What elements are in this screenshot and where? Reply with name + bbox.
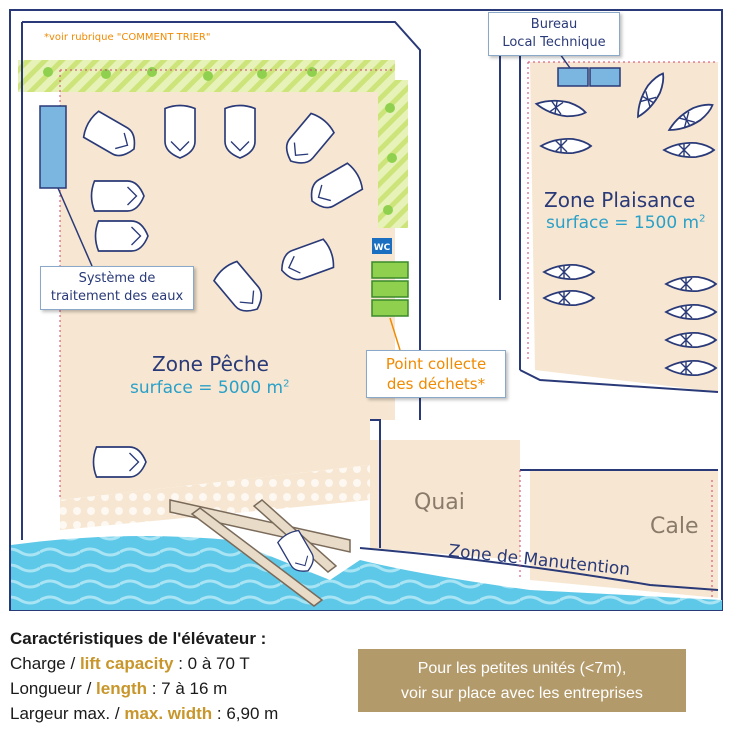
bureau-line2: Local Technique [502,35,606,50]
sand-strip [60,465,370,530]
zone-plaisance-surface: surface = 1500 m2 [546,213,705,233]
treatment-label: Système de traitement des eaux [40,266,194,310]
spec-fr: Longueur / [10,679,97,698]
spec-value: : 6,90 m [212,704,279,723]
port-outlines [21,21,719,591]
spec-row-longueur: Longueur / length : 7 à 16 m [10,676,278,701]
tree-dots [43,67,397,215]
bureau-unit [557,67,589,87]
zone-peche-surface: surface = 5000 m2 [130,378,289,398]
collecte-line2: des déchets* [386,375,486,393]
zone-plaisance-surface-unit: 2 [699,213,706,225]
wc-icon [372,238,392,254]
fishing-boat [164,104,196,159]
zone-peche-surface-unit: 2 [283,378,290,390]
spec-value: : 7 à 16 m [147,679,228,698]
port-map: WC *voir rubrique "COMMENT TRIER" Zone d… [9,9,723,611]
elevator-specs: Caractéristiques de l'élévateur : Charge… [10,626,278,726]
treatment-line2: traitement des eaux [50,289,184,304]
spec-fr: Charge / [10,654,80,673]
zone-plaisance-title: Zone Plaisance [544,188,696,212]
wc-label: WC [374,243,391,253]
note-line2: voir sur place avec les entreprises [401,684,643,702]
zone-peche-title: Zone Pêche [152,352,269,376]
note-trier: *voir rubrique "COMMENT TRIER" [44,32,210,43]
treatment-pointer [57,187,93,267]
spec-fr: Largeur max. / [10,704,125,723]
land-cale [530,470,718,598]
zone-plaisance-surface-text: surface = 1500 m [546,213,700,233]
specs-title: Caractéristiques de l'élévateur : [10,629,267,648]
fishing-boat [224,104,256,159]
cale-label: Cale [650,514,699,539]
spec-en: max. width [124,704,213,723]
fishing-boat [92,446,147,478]
fishing-boat [94,220,149,252]
waste-bins [371,261,409,317]
bureau-line1: Bureau [530,17,578,32]
collecte-label: Point collecte des déchets* [366,350,506,398]
small-units-note: Pour les petites unités (<7m), voir sur … [358,649,686,712]
spec-row-charge: Charge / lift capacity : 0 à 70 T [10,651,278,676]
quai-label: Quai [414,490,465,515]
collecte-line1: Point collecte [385,355,487,373]
note-line1: Pour les petites unités (<7m), [417,659,627,677]
treatment-line1: Système de [78,271,156,286]
spec-row-largeur: Largeur max. / max. width : 6,90 m [10,701,278,726]
land-quai [370,440,520,560]
bureau-pointer [559,53,571,69]
spec-en: length [96,679,148,698]
spec-en: lift capacity [79,654,174,673]
fishing-boat [90,180,145,212]
spec-value: : 0 à 70 T [173,654,250,673]
zone-peche-surface-text: surface = 5000 m [130,378,284,398]
sea [11,536,722,610]
bureau-unit-2 [589,67,621,87]
bureau-label: Bureau Local Technique [488,12,620,56]
collecte-pointer [389,317,401,351]
water-treatment-unit [39,105,67,189]
